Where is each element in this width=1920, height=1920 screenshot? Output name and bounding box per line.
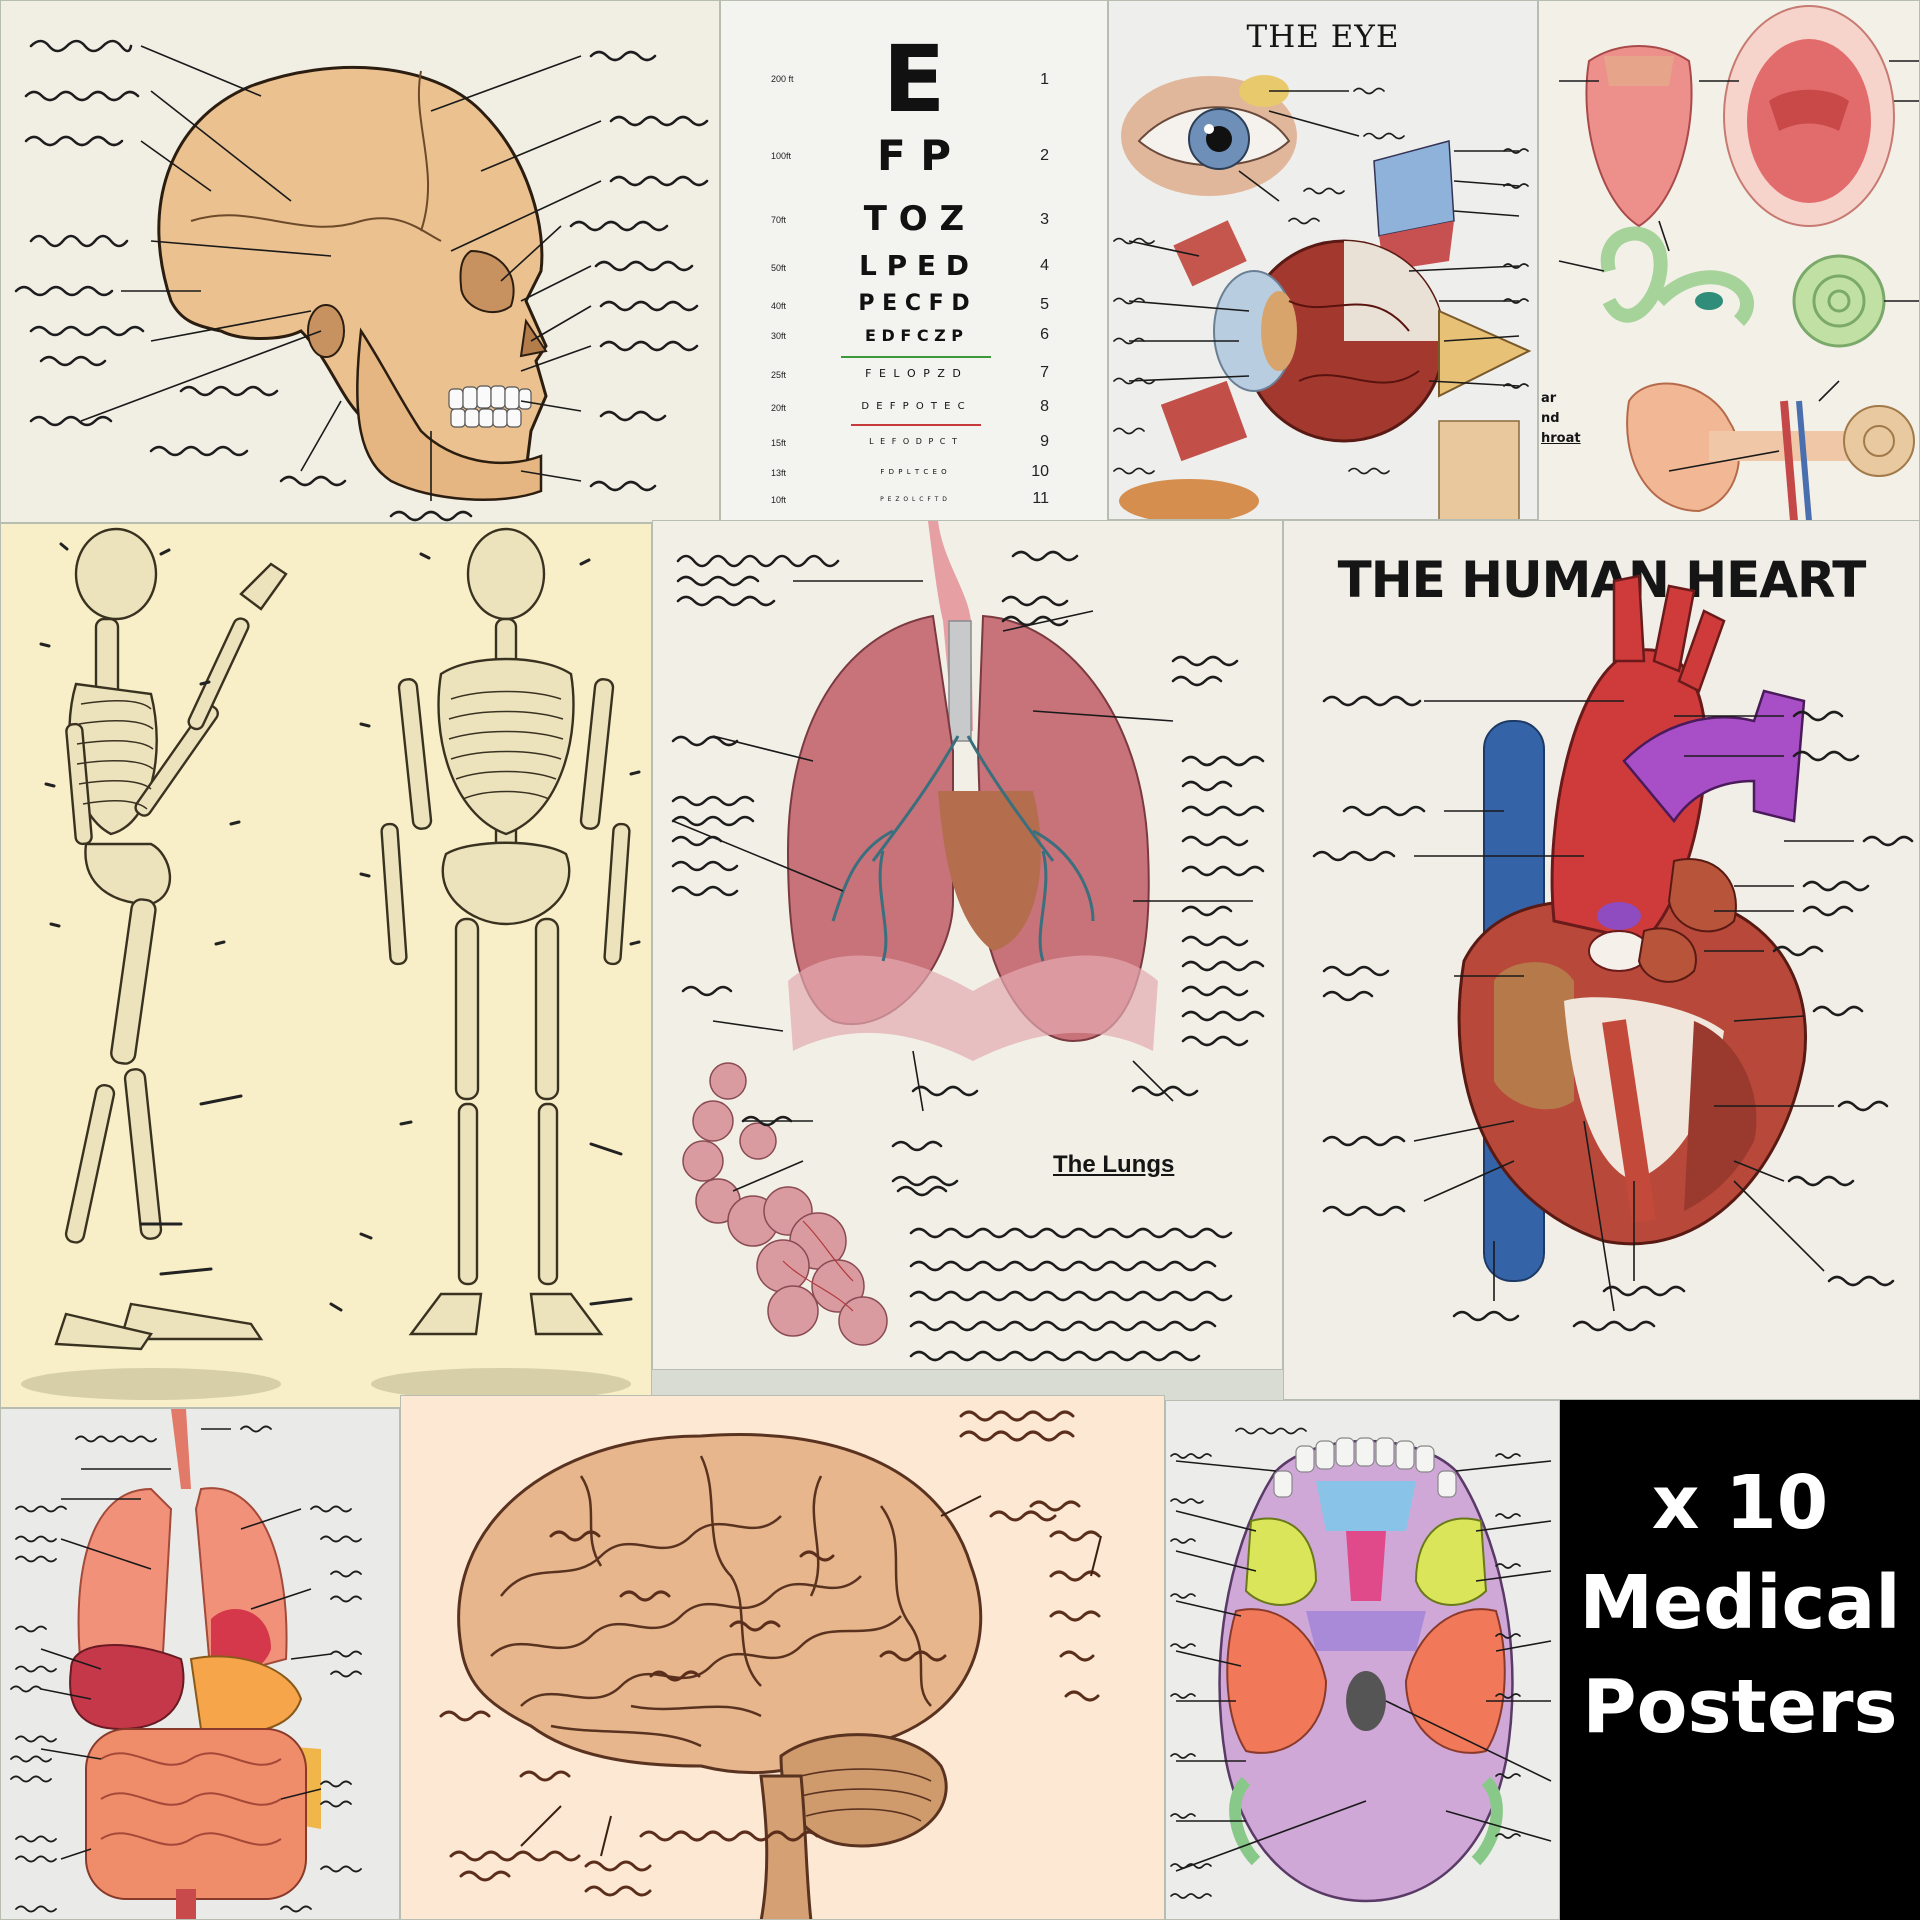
eye-anatomy-poster: THE EYE bbox=[1108, 0, 1538, 520]
eye-chart-row: 15ft L E F O D P C T 9 bbox=[771, 433, 1049, 450]
eye-chart-row: 40ft P E C F D 5 bbox=[771, 291, 1049, 316]
lungs-illustration bbox=[671, 521, 1265, 1362]
poster-title: The Lungs bbox=[1053, 1151, 1175, 1178]
heart-poster: THE HUMAN HEART bbox=[1283, 520, 1920, 1400]
skull-poster bbox=[0, 0, 720, 523]
skull-base-poster bbox=[1165, 1400, 1560, 1920]
poster-title: ar nd hroat bbox=[1541, 391, 1581, 446]
brain-poster bbox=[400, 1395, 1165, 1920]
lungs-poster: The Lungs bbox=[652, 520, 1283, 1370]
poster-title: THE HUMAN HEART bbox=[1337, 551, 1867, 609]
eye-chart-row: 25ft F E L O P Z D 7 bbox=[771, 364, 1049, 381]
organs-illustration bbox=[10, 1409, 362, 1919]
skull-base-illustration bbox=[1170, 1427, 1552, 1903]
poster-title: THE EYE bbox=[1246, 19, 1400, 55]
skeleton-poster bbox=[0, 523, 652, 1408]
eye-chart-row: 13ft F D P L T C E O 10 bbox=[771, 463, 1049, 480]
promo-line-medical: Medical bbox=[1579, 1560, 1901, 1646]
eye-chart-row: 20ft D E F P O T E C 8 bbox=[771, 398, 1049, 415]
eye-illustration bbox=[1113, 75, 1532, 519]
eye-chart-row: 200 ft E 1 bbox=[771, 26, 1049, 133]
promo-panel: x 10 Medical Posters bbox=[1560, 1400, 1920, 1920]
brain-illustration bbox=[439, 1410, 1102, 1919]
skull-illustration bbox=[14, 39, 709, 522]
ent-poster: ar nd hroat bbox=[1538, 0, 1920, 522]
eye-chart-poster: 200 ft E 1 100ft F P 2 70ft T O Z 3 50ft… bbox=[720, 0, 1108, 533]
eye-chart-row: 30ft E D F C Z P 6 bbox=[771, 326, 1049, 345]
eye-chart-row: 100ft F P 2 bbox=[771, 131, 1049, 180]
ent-illustration bbox=[1558, 5, 1919, 521]
promo-text: x 10 Medical Posters bbox=[1560, 1455, 1920, 1759]
organs-poster bbox=[0, 1408, 400, 1920]
promo-line-posters: Posters bbox=[1582, 1664, 1898, 1750]
promo-count: x 10 bbox=[1651, 1460, 1829, 1546]
skeleton-illustration bbox=[21, 527, 641, 1400]
eye-chart-row: 10ft P E Z O L C F T D 11 bbox=[771, 490, 1049, 507]
eye-chart-row: 70ft T O Z 3 bbox=[771, 199, 1049, 239]
green-divider bbox=[841, 356, 991, 358]
heart-illustration bbox=[1312, 574, 1914, 1332]
eye-chart-row: 50ft L P E D 4 bbox=[771, 249, 1049, 282]
red-divider bbox=[851, 424, 981, 426]
